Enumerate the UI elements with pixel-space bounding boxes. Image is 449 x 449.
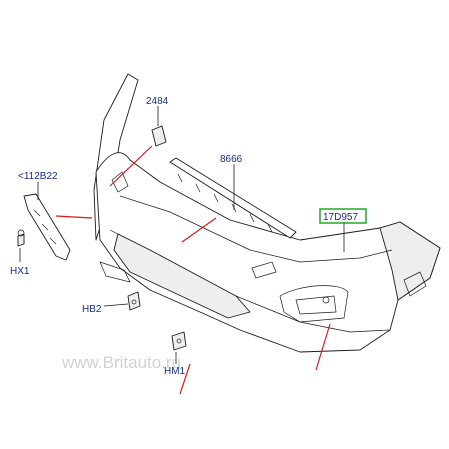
callout-17d957[interactable]: 17D957 xyxy=(323,212,358,223)
retainer-bracket[interactable] xyxy=(23,193,71,261)
callout-2484: 2484 xyxy=(146,96,169,107)
callout-112b22: <112B22 xyxy=(18,171,58,182)
watermark-text: www.Britauto.ru xyxy=(61,353,181,372)
callout-hx1: HX1 xyxy=(10,266,30,277)
mounting-bracket[interactable] xyxy=(151,125,167,147)
bumper-cover[interactable] xyxy=(93,73,441,353)
callout-hb2: HB2 xyxy=(82,304,102,315)
callout-8666: 8666 xyxy=(220,154,243,165)
callout-hm1: HM1 xyxy=(164,366,186,377)
bolt-hm1[interactable] xyxy=(171,331,187,351)
highlight-box-17d957 xyxy=(319,208,367,224)
bumper-reinforcement-strip[interactable] xyxy=(169,157,297,239)
red-indicator-lines xyxy=(55,145,331,395)
leader-hb2 xyxy=(103,303,129,307)
clip-hx1[interactable] xyxy=(17,229,25,247)
bolt-hb2[interactable] xyxy=(127,291,141,311)
